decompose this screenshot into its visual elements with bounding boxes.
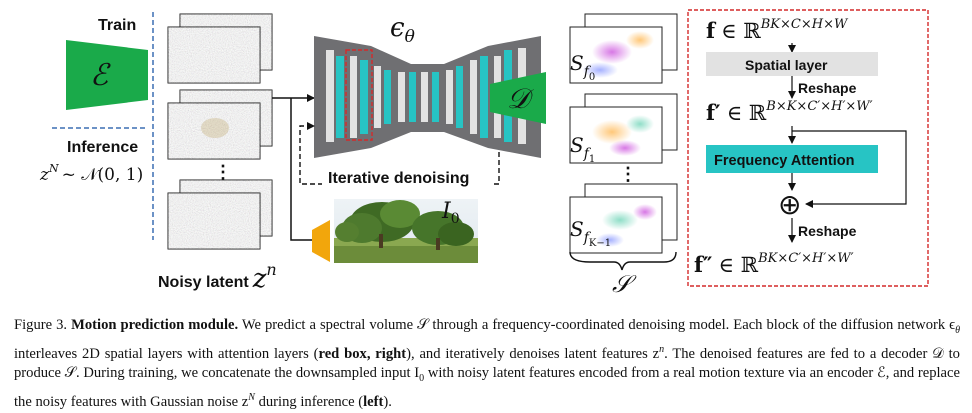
noisy-latent-stack-1 [167,13,273,84]
feature-eq-3: f″∈ ℝBK×C′×H′×W′ [694,251,854,277]
image-to-unet-connector [290,98,312,241]
caption-text-2: interleaves 2D spatial layers with atten… [14,345,319,362]
spectral-brace [569,251,677,271]
noisy-latent-stack-3 [167,179,273,250]
encoder-symbol: ℰ [90,58,111,93]
spectral-label-1: Sf1 [570,133,595,165]
caption-text-3: ), and iteratively denoises latent featu… [406,345,660,362]
caption-text-6: during inference ( [254,393,364,410]
residual-skip-connector [792,130,907,208]
reshape-label-1: Reshape [798,80,857,96]
input-image-symbol: I0 [441,199,460,227]
frequency-attention-box [706,145,878,173]
caption-sup-n: n [659,343,665,355]
reshape-label-2: Reshape [798,223,857,239]
spatial-layer-box [706,52,878,76]
caption-text-7: ). [383,393,392,410]
attention-detail-box [687,9,929,287]
feature-eq-1: f∈ ℝBK×C×H×W [706,17,849,43]
spectral-frame-0 [569,13,678,84]
caption-text-5: with noisy latent features encoded from … [14,364,960,410]
caption-title: Motion prediction module. [71,317,239,333]
iterative-denoising-label: Iterative denoising [328,170,469,187]
frequency-attention-label: Frequency Attention [714,153,854,169]
input-image [334,199,478,263]
spectral-volume-symbol: 𝒮 [612,270,637,298]
attention-highlight-box [345,49,373,141]
figure-caption: Figure 3. Motion prediction module. We p… [14,316,960,412]
spectral-label-k: SfK−1 [570,217,611,249]
caption-sub-theta: θ [955,324,960,336]
spectral-frame-k [569,183,678,254]
decoder-block [490,72,546,124]
spectral-label-0: Sf0 [570,51,595,83]
caption-fig-num: Figure 3. [14,317,68,333]
caption-text-4: . The denoised features are fed to a dec… [14,345,960,381]
noisy-latent-stack-2 [167,89,273,160]
residual-plus-icon: ⊕ [778,190,801,221]
denoiser-symbol: ϵθ [390,13,415,47]
caption-text-1: We predict a spectral volume 𝒮 through a… [238,317,956,333]
spectral-frame-1 [569,93,678,164]
encoder-block: ℰ [66,40,148,110]
latent-dots: ⋮ [214,162,232,182]
feature-eq-2: f′∈ ℝB×K×C′×H′×W′ [706,99,873,125]
noise-formula: zN~ 𝒩(0, 1) [39,162,143,185]
spectral-dots: ⋮ [619,164,637,184]
train-label: Train [98,17,136,34]
motion-prediction-diagram: Train ℰ Inference zN~ 𝒩(0, 1) ⋮ Noisy la… [39,9,929,298]
spatial-layer-label: Spatial layer [745,57,828,73]
caption-sup-N: N [248,391,255,403]
inference-label: Inference [67,139,138,156]
image-encoder-trapezoid [312,220,330,262]
caption-bold-left: left [363,393,384,410]
caption-sub-zero: 0 [419,372,425,384]
caption-bold-red: red box, right [318,345,407,362]
